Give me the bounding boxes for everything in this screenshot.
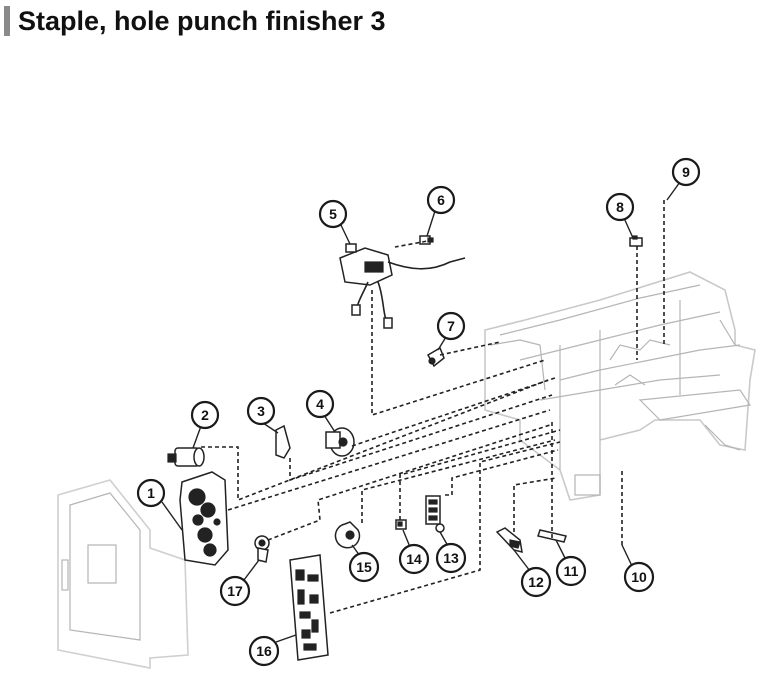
callout-11: 11	[555, 539, 587, 587]
callout-14: 14	[398, 529, 430, 575]
svg-text:7: 7	[447, 318, 455, 334]
svg-text:2: 2	[201, 407, 209, 423]
title-accent-bar	[4, 6, 10, 36]
callout-9: 9	[666, 157, 701, 201]
svg-text:11: 11	[564, 563, 579, 579]
page-title: Staple, hole punch finisher 3	[18, 5, 386, 36]
side-cover-panel	[57, 479, 189, 669]
callout-10: 10	[621, 544, 655, 593]
callout-8: 8	[605, 192, 635, 239]
svg-text:8: 8	[616, 199, 624, 215]
svg-text:17: 17	[227, 583, 243, 599]
part-13-solenoid	[425, 495, 445, 533]
callout-16: 16	[248, 634, 297, 667]
part-7-sensor	[426, 346, 445, 368]
part-16-control-board	[289, 554, 329, 661]
finisher-main-frame	[484, 271, 756, 501]
svg-text:4: 4	[316, 396, 324, 412]
callout-5: 5	[318, 199, 351, 245]
part-8-sensor	[629, 235, 643, 247]
svg-text:15: 15	[356, 559, 372, 575]
page-title-bar: Staple, hole punch finisher 3	[4, 4, 386, 38]
svg-text:10: 10	[631, 569, 647, 585]
part-12-lever	[495, 527, 523, 554]
part-14-sensor	[395, 519, 407, 530]
part-15-motor	[334, 521, 361, 549]
part-3-bracket	[275, 424, 291, 459]
callout-1: 1	[136, 478, 183, 531]
svg-text:16: 16	[256, 643, 272, 659]
svg-text:5: 5	[329, 206, 337, 222]
svg-text:3: 3	[257, 403, 265, 419]
callout-3: 3	[246, 396, 279, 434]
part-5-harness-assembly	[339, 243, 466, 329]
svg-text:6: 6	[437, 192, 445, 208]
part-17-actuator	[254, 535, 270, 563]
svg-text:1: 1	[147, 485, 155, 501]
svg-text:13: 13	[443, 550, 459, 566]
callout-17: 17	[219, 559, 260, 607]
part-1-gear-drive	[179, 471, 229, 566]
callout-4: 4	[305, 389, 336, 433]
svg-text:12: 12	[528, 574, 544, 590]
part-4-motor	[325, 427, 355, 457]
callout-12: 12	[513, 549, 552, 598]
svg-text:9: 9	[682, 164, 690, 180]
callout-2: 2	[190, 400, 220, 449]
svg-text:14: 14	[406, 551, 422, 567]
callout-7: 7	[436, 311, 466, 351]
leader-lines	[201, 200, 665, 614]
callout-6: 6	[426, 185, 456, 237]
part-2-motor	[167, 447, 205, 467]
callout-13: 13	[435, 531, 467, 574]
callout-15: 15	[348, 544, 380, 583]
